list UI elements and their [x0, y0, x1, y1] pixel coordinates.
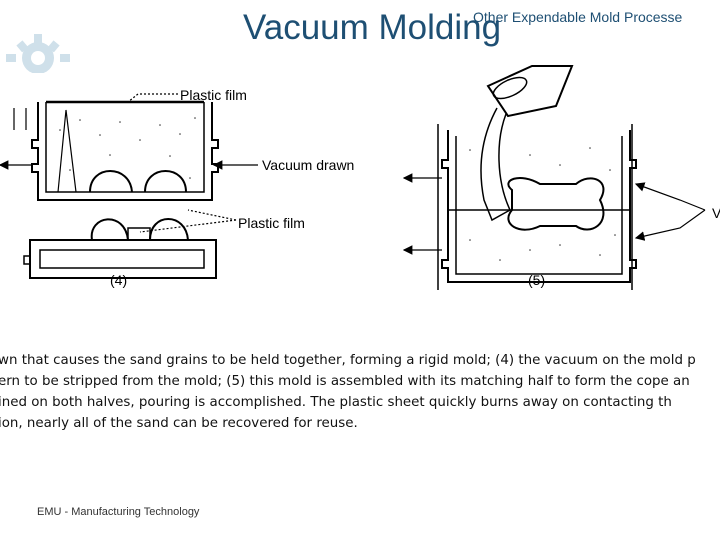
label-step5: (5) [528, 272, 545, 288]
step5-diagram [437, 65, 637, 290]
label-plastic-film-bottom: Plastic film [238, 215, 305, 231]
caption-line: ion, nearly all of the sand can be recov… [0, 416, 358, 431]
sand-texture [59, 117, 196, 179]
label-plastic-film-top: Plastic film [180, 87, 247, 103]
caption-line: wn that causes the sand grains to be hel… [0, 353, 696, 368]
figure-caption: wn that causes the sand grains to be hel… [0, 350, 720, 434]
vacuum-molding-figure: Plastic film Vacuum drawn Plastic film (… [0, 65, 720, 290]
caption-line: ined on both halves, pouring is accompli… [0, 395, 672, 410]
label-partial-v: V [712, 205, 720, 221]
slide-footer: EMU - Manufacturing Technology [37, 506, 200, 518]
label-step4: (4) [110, 272, 127, 288]
caption-line: ern to be stripped from the mold; (5) th… [0, 374, 690, 389]
step4-diagram [23, 100, 219, 279]
label-vacuum-drawn: Vacuum drawn [262, 157, 354, 173]
slide-title: Vacuum Molding [243, 8, 502, 47]
slide-subtitle: Other Expendable Mold Processe [473, 9, 683, 25]
gear-logo-icon [6, 34, 70, 73]
